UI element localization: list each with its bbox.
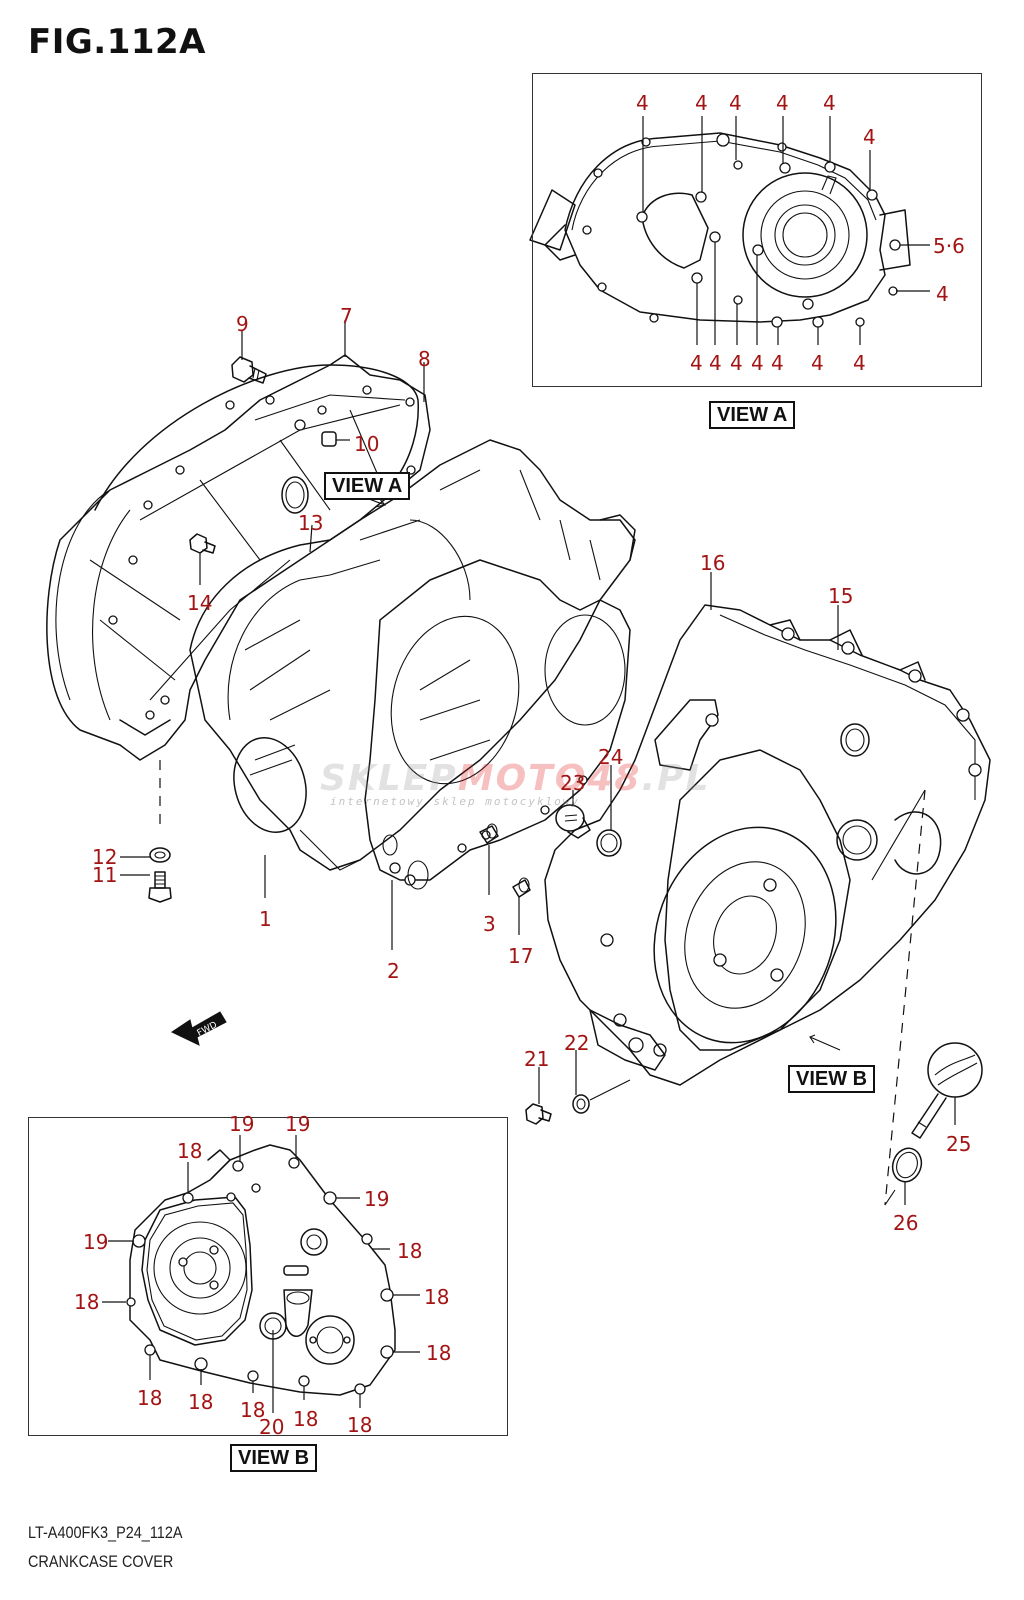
view-b-callout: 18 — [188, 1390, 214, 1414]
view-a-callout: 4 — [729, 91, 742, 115]
view-b-callout: 18 — [137, 1386, 163, 1410]
callout-23: 23 — [560, 771, 586, 795]
view-b-callout: 19 — [83, 1230, 109, 1254]
view-b-callout: 19 — [364, 1187, 390, 1211]
view-a-callout: 4 — [811, 351, 824, 375]
view-b-callout: 19 — [229, 1112, 255, 1136]
view-a-callout: 4 — [776, 91, 789, 115]
callout-10: 10 — [354, 432, 380, 456]
washer-22-drawing — [572, 1094, 590, 1114]
callout-25: 25 — [946, 1132, 972, 1156]
view-a-callout: 4 — [936, 282, 949, 306]
washer-12-drawing — [149, 847, 171, 863]
view-b-drawing — [102, 1135, 420, 1413]
callout-3: 3 — [483, 912, 496, 936]
callout-1: 1 — [259, 907, 272, 931]
view-a-callout-5-6: 5·6 — [933, 234, 965, 258]
inner-clutch-cover-drawing — [189, 439, 636, 871]
view-b-callout: 18 — [240, 1398, 266, 1422]
view-b-callout: 19 — [285, 1112, 311, 1136]
view-a-callout: 4 — [771, 351, 784, 375]
model-code: LT-A400FK3_P24_112A — [28, 1523, 183, 1542]
callout-16: 16 — [700, 551, 726, 575]
view-b-frame — [28, 1117, 508, 1436]
view-a-callout: 4 — [690, 351, 703, 375]
callout-14: 14 — [187, 591, 213, 615]
bolt-11-drawing — [148, 871, 172, 903]
view-b-callout: 18 — [397, 1239, 423, 1263]
view-b-pointer-label: VIEW B — [788, 1065, 876, 1093]
view-b-pointer-arrow — [809, 1034, 841, 1051]
view-b-callout: 18 — [74, 1290, 100, 1314]
o-ring-26-drawing — [891, 1147, 923, 1183]
gasket-8-drawing — [94, 364, 419, 511]
view-b-callout: 18 — [424, 1285, 450, 1309]
plug-23-drawing — [555, 804, 591, 839]
bolt-14-drawing — [189, 533, 216, 554]
view-a-callout: 4 — [823, 91, 836, 115]
main-leader-lines — [120, 320, 956, 1205]
callout-7: 7 — [340, 304, 353, 328]
dipstick-guide-ends — [871, 789, 926, 1206]
view-a-callout: 4 — [863, 125, 876, 149]
view-b-callout: 18 — [177, 1139, 203, 1163]
callout-26: 26 — [893, 1211, 919, 1235]
view-b-callout: 18 — [293, 1407, 319, 1431]
watermark-subtitle: internetowy sklep motocyklowy — [330, 795, 581, 808]
dowel-17-drawing — [512, 877, 531, 898]
view-a-callout: 4 — [751, 351, 764, 375]
o-ring-24-drawing — [596, 829, 622, 857]
view-a-label: VIEW A — [709, 401, 796, 429]
dowel-3-drawing — [479, 823, 499, 844]
callout-21: 21 — [524, 1047, 550, 1071]
view-b-callout-20: 20 — [259, 1415, 285, 1439]
view-a-drawing — [529, 116, 930, 345]
callout-11: 11 — [92, 863, 118, 887]
section-name: CRANKCASE COVER — [28, 1552, 174, 1571]
view-a-callout: 4 — [695, 91, 708, 115]
gasket-2-drawing — [364, 559, 631, 890]
view-b-callout: 18 — [426, 1341, 452, 1365]
fwd-arrow-icon: FWD — [170, 1011, 227, 1046]
outer-clutch-cover-drawing — [46, 354, 431, 761]
svg-text:FWD: FWD — [196, 1020, 219, 1039]
callout-2: 2 — [387, 959, 400, 983]
callout-12: 12 — [92, 845, 118, 869]
view-a-callout: 4 — [709, 351, 722, 375]
callout-9: 9 — [236, 312, 249, 336]
callout-24: 24 — [598, 745, 624, 769]
callout-22: 22 — [564, 1031, 590, 1055]
magneto-cover-drawing — [544, 604, 991, 1086]
dipstick-guide-line — [884, 789, 926, 1206]
view-a-callout: 4 — [636, 91, 649, 115]
view-a-frame — [532, 73, 982, 387]
callout-17: 17 — [508, 944, 534, 968]
callout-13: 13 — [298, 511, 324, 535]
washer-22-guide — [589, 1079, 631, 1101]
view-a-callout: 4 — [730, 351, 743, 375]
view-b-callout: 18 — [347, 1413, 373, 1437]
view-a-callout: 4 — [853, 351, 866, 375]
drain-bolt-21-drawing — [525, 1103, 552, 1125]
callout-15: 15 — [828, 584, 854, 608]
dipstick-25-drawing — [911, 1042, 983, 1139]
view-b-label: VIEW B — [230, 1444, 318, 1472]
figure-title: FIG.112A — [28, 22, 206, 62]
callout-8: 8 — [418, 347, 431, 371]
bolt-9-drawing — [231, 356, 267, 384]
view-a-pointer-label: VIEW A — [324, 472, 411, 500]
